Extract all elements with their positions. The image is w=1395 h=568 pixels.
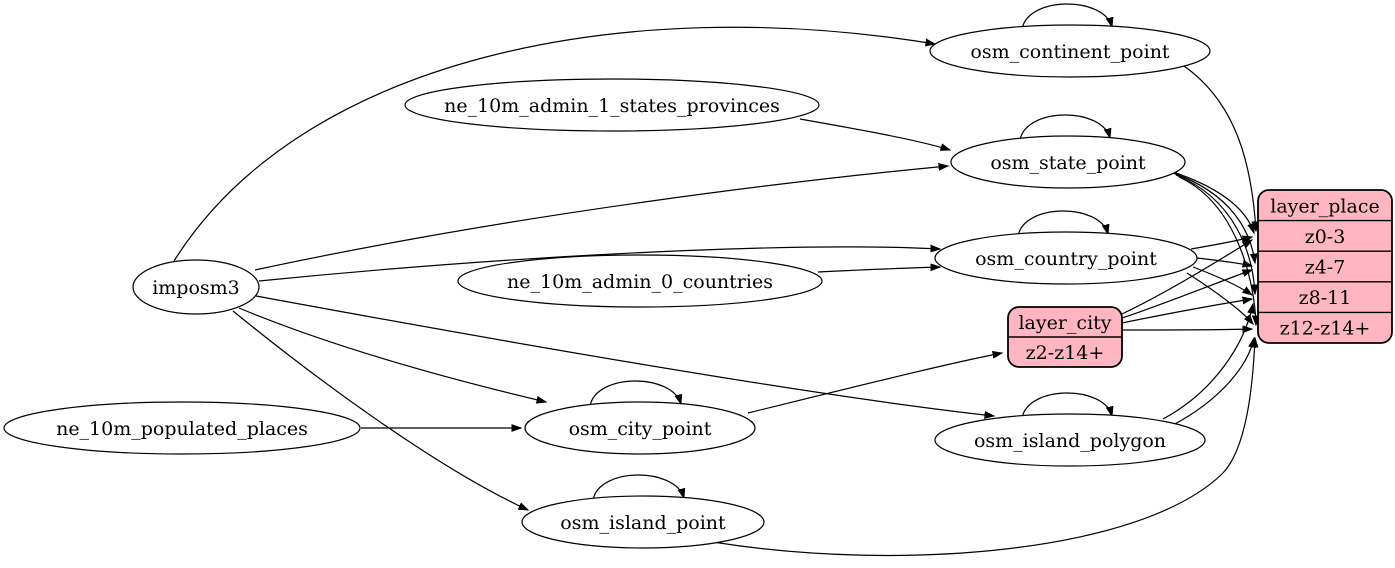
edge-osm_state_point--to--layer_place-z0-3 bbox=[1169, 170, 1254, 233]
node-ellipse-ne_10m_populated_places bbox=[3, 401, 361, 455]
node-label-ne_10m_populated_places: ne_10m_populated_places bbox=[56, 418, 308, 440]
record-row-layer_place-2: z4-7 bbox=[1305, 257, 1346, 279]
node-osm_city_point: osm_city_point bbox=[524, 401, 756, 455]
node-ellipse-osm_island_point bbox=[521, 495, 765, 549]
edge-imposm3--to--osm_state_point bbox=[254, 166, 948, 271]
record-row-layer_place-1: z0-3 bbox=[1305, 226, 1346, 248]
node-ellipse-imposm3 bbox=[132, 259, 260, 315]
edge-layer_city-z2-z14+--to--layer_place-z0-3 bbox=[1121, 240, 1252, 315]
edge-ne_10m_admin_0_countries--to--osm_country_point bbox=[817, 267, 940, 273]
node-ne_10m_admin_0_countries: ne_10m_admin_0_countries bbox=[457, 254, 823, 308]
node-osm_country_point: osm_country_point bbox=[934, 231, 1198, 285]
node-ellipse-osm_island_polygon bbox=[934, 413, 1206, 467]
record-layer_place: layer_place z0-3 z4-7 z8-11 z12-z14+ bbox=[1257, 189, 1393, 344]
edge-osm_country_point--to--layer_place-z8-11 bbox=[1192, 266, 1252, 295]
edges-layer bbox=[173, 3, 1256, 557]
node-ellipse-osm_continent_point bbox=[929, 24, 1211, 78]
edge-osm_city_point--to--osm_city_point bbox=[589, 380, 681, 407]
node-ellipse-ne_10m_admin_0_countries bbox=[457, 254, 823, 308]
edge-osm_continent_point--to--osm_continent_point bbox=[1021, 3, 1112, 30]
edge-osm_state_point--to--layer_place-z8-11 bbox=[1175, 174, 1255, 294]
edge-layer_city-z2-z14+--to--layer_place-z4-7 bbox=[1121, 270, 1252, 319]
record-row-layer_city-0: layer_city bbox=[1018, 312, 1111, 334]
node-label-osm_country_point: osm_country_point bbox=[975, 248, 1157, 270]
record-row-layer_place-3: z8-11 bbox=[1299, 287, 1352, 309]
node-imposm3: imposm3 bbox=[132, 259, 260, 315]
edge-layer_city-z2-z14+--to--layer_place-z8-11 bbox=[1121, 299, 1252, 324]
nodes-layer: imposm3 ne_10m_admin_1_states_provincesne… bbox=[3, 24, 1211, 549]
edge-osm_island_polygon--to--osm_island_polygon bbox=[1021, 392, 1112, 419]
node-osm_continent_point: osm_continent_point bbox=[929, 24, 1211, 78]
edge-imposm3--to--osm_island_polygon bbox=[255, 295, 994, 416]
edge-osm_country_point--to--layer_place-z0-3 bbox=[1190, 237, 1252, 250]
record-row-layer_city-1: z2-z14+ bbox=[1026, 342, 1105, 364]
node-label-osm_island_point: osm_island_point bbox=[560, 512, 726, 534]
record-row-layer_place-4: z12-z14+ bbox=[1280, 318, 1371, 340]
edge-osm_island_polygon--to--layer_place-z12-z14+ bbox=[1172, 338, 1254, 426]
records-layer: layer_city z2-z14+ layer_place z0-3 z4-7 z8-1… bbox=[1007, 189, 1393, 368]
edge-osm_country_point--to--layer_place-z12-z14+ bbox=[1186, 272, 1253, 324]
edge-imposm3--to--osm_continent_point bbox=[173, 26, 935, 262]
edge-osm_continent_point--to--layer_place-z0-3 bbox=[1183, 65, 1256, 231]
edge-osm_country_point--to--layer_place-z4-7 bbox=[1196, 257, 1252, 266]
node-label-osm_city_point: osm_city_point bbox=[569, 418, 712, 440]
edge-osm_state_point--to--layer_place-z4-7 bbox=[1172, 172, 1255, 263]
edge-osm_island_point--to--layer_place-z12-z14+ bbox=[712, 338, 1255, 557]
node-label-ne_10m_admin_0_countries: ne_10m_admin_0_countries bbox=[507, 271, 773, 293]
node-osm_state_point: osm_state_point bbox=[950, 135, 1186, 189]
node-label-osm_island_polygon: osm_island_polygon bbox=[974, 430, 1166, 452]
edge-imposm3--to--osm_city_point bbox=[238, 307, 546, 402]
edge-osm_country_point--to--osm_country_point bbox=[1017, 210, 1108, 237]
edge-layer_city-z2-z14+--to--layer_place-z12-z14+ bbox=[1121, 329, 1252, 330]
node-label-osm_state_point: osm_state_point bbox=[990, 152, 1146, 174]
node-label-osm_continent_point: osm_continent_point bbox=[970, 41, 1170, 63]
edge-imposm3--to--osm_island_point bbox=[232, 310, 528, 510]
node-osm_island_polygon: osm_island_polygon bbox=[934, 413, 1206, 467]
record-row-layer_place-0: layer_place bbox=[1270, 195, 1379, 217]
node-osm_island_point: osm_island_point bbox=[521, 495, 765, 549]
edge-ne_10m_admin_1_states_provinces--to--osm_state_point bbox=[799, 118, 950, 150]
record-box-layer_place bbox=[1257, 189, 1393, 344]
record-layer_city: layer_city z2-z14+ bbox=[1007, 306, 1123, 368]
node-label-imposm3: imposm3 bbox=[152, 277, 240, 299]
node-ne_10m_admin_1_states_provinces: ne_10m_admin_1_states_provinces bbox=[404, 78, 820, 132]
edge-osm_island_point--to--osm_island_point bbox=[592, 474, 684, 501]
node-ellipse-osm_state_point bbox=[950, 135, 1186, 189]
node-ellipse-osm_city_point bbox=[524, 401, 756, 455]
edge-osm_state_point--to--osm_state_point bbox=[1019, 114, 1110, 141]
node-ne_10m_populated_places: ne_10m_populated_places bbox=[3, 401, 361, 455]
node-ellipse-ne_10m_admin_1_states_provinces bbox=[404, 78, 820, 132]
edge-osm_city_point--to--layer_city-z2-z14+ bbox=[747, 353, 1002, 414]
node-ellipse-osm_country_point bbox=[934, 231, 1198, 285]
node-label-ne_10m_admin_1_states_provinces: ne_10m_admin_1_states_provinces bbox=[444, 95, 780, 117]
edge-imposm3--to--osm_country_point bbox=[258, 247, 940, 282]
edge-osm_island_polygon--to--layer_place-z8-11 bbox=[1162, 304, 1253, 420]
